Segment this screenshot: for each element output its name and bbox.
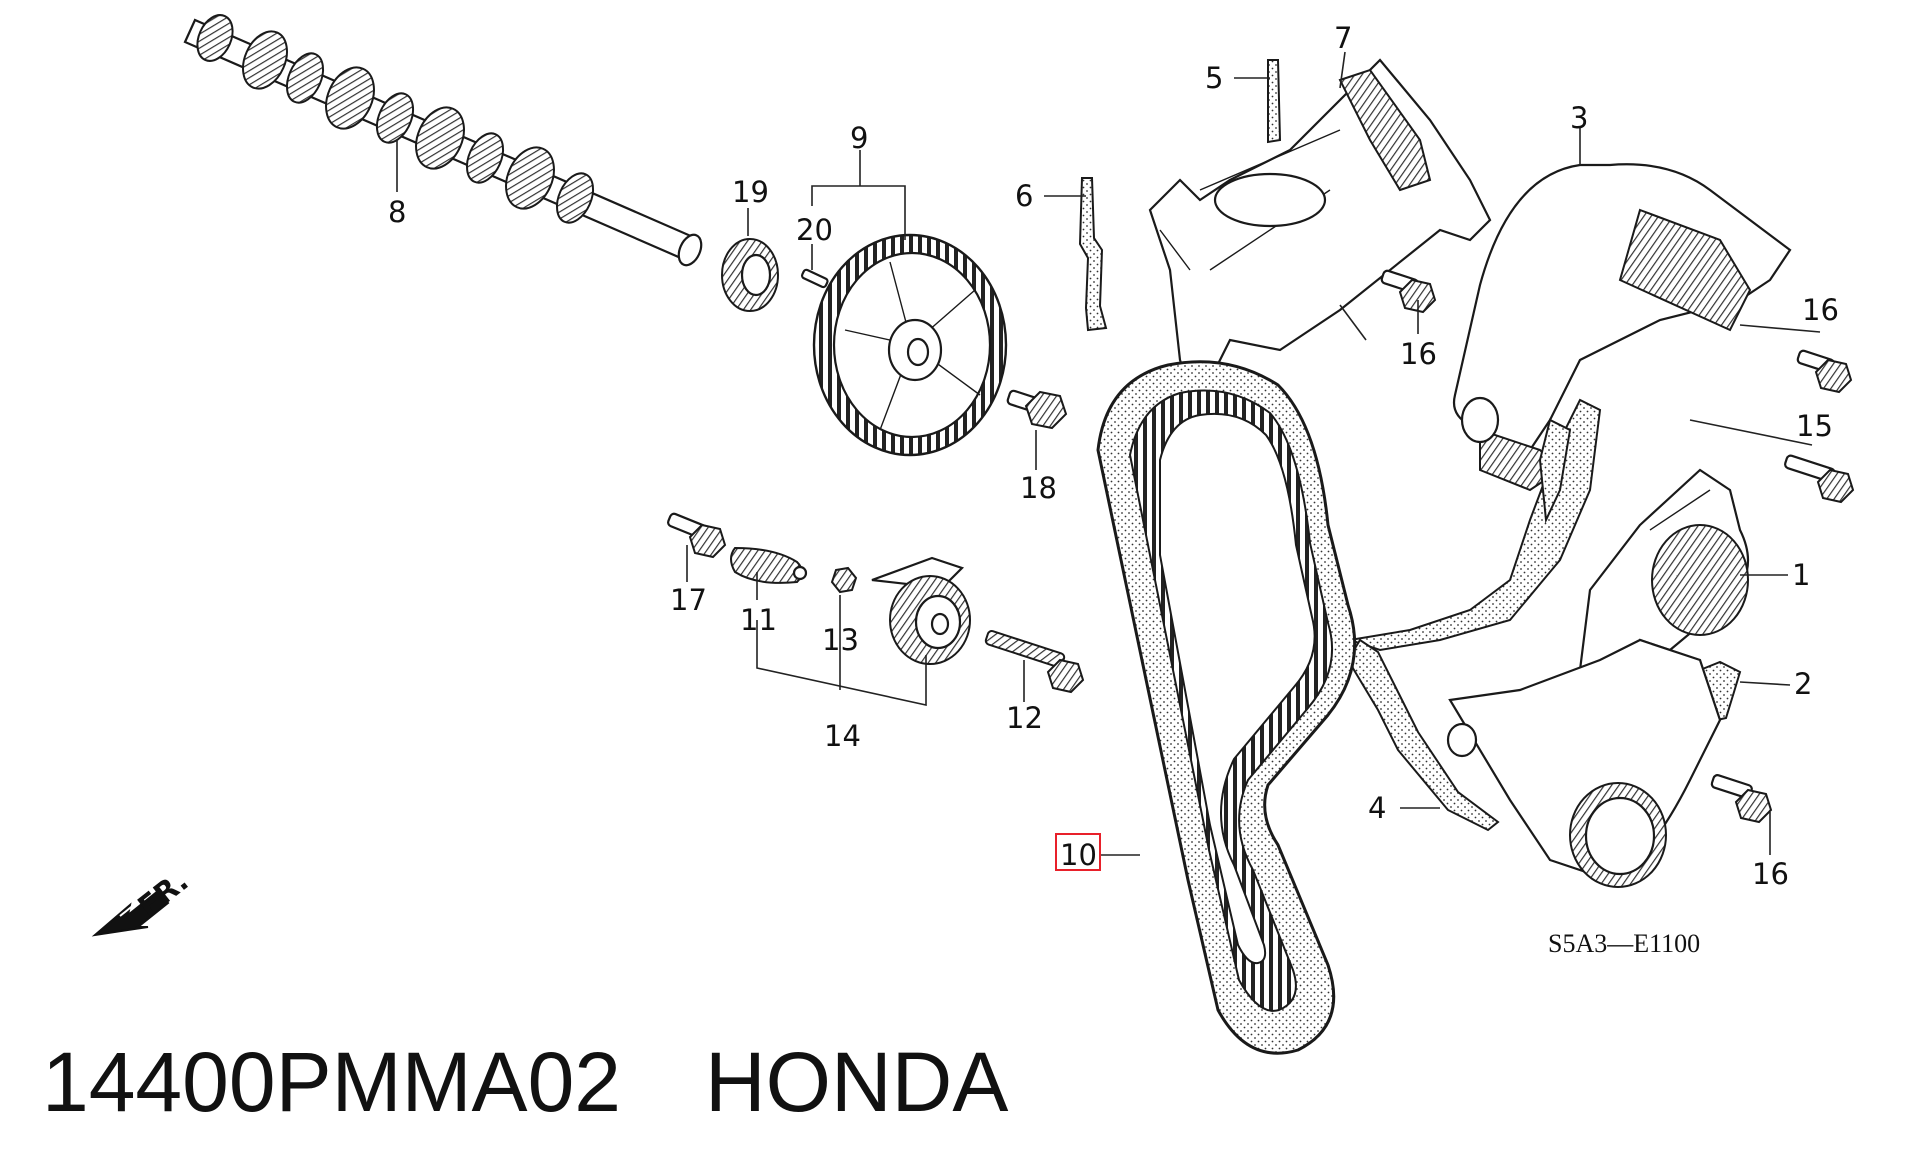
callout-12[interactable]: 12 <box>1006 701 1043 735</box>
callout-20[interactable]: 20 <box>796 213 833 247</box>
callout-16-upper[interactable]: 16 <box>1400 337 1437 371</box>
nut-13 <box>830 566 858 594</box>
callout-16-right-lower[interactable]: 16 <box>1752 857 1789 891</box>
bolt-15 <box>1784 454 1855 504</box>
oil-seal <box>721 238 779 312</box>
timing-belt-back-cover <box>1148 58 1492 392</box>
timing-belt-middle-cover <box>1346 398 1722 888</box>
callout-15[interactable]: 15 <box>1796 409 1833 443</box>
callout-16-right-upper[interactable]: 16 <box>1802 293 1839 327</box>
bolt-12 <box>984 630 1085 694</box>
callout-6[interactable]: 6 <box>1015 179 1033 213</box>
callout-2[interactable]: 2 <box>1794 667 1812 701</box>
callout-14[interactable]: 14 <box>824 719 861 753</box>
timing-belt-upper-cover <box>1452 163 1792 492</box>
callout-3[interactable]: 3 <box>1570 101 1588 135</box>
front-direction-arrow-icon: FR. <box>91 864 195 937</box>
callout-1[interactable]: 1 <box>1792 558 1810 592</box>
callout-17[interactable]: 17 <box>670 583 707 617</box>
diagram-code: S5A3—E1100 <box>1548 929 1700 958</box>
dowel-pin <box>800 268 829 289</box>
bolt-16-right-lower <box>1710 774 1773 824</box>
bolt-16-upper <box>1380 269 1437 314</box>
callout-11[interactable]: 11 <box>740 603 777 637</box>
callout-13[interactable]: 13 <box>822 623 859 657</box>
bolt-16-right-upper <box>1796 349 1853 394</box>
bolt-17 <box>667 512 727 559</box>
camshaft <box>183 14 703 267</box>
seal-6 <box>1078 177 1108 332</box>
camshaft-pulley <box>812 233 1008 457</box>
callout-4[interactable]: 4 <box>1368 791 1386 825</box>
seal-5 <box>1267 59 1282 144</box>
callout-8[interactable]: 8 <box>388 195 406 229</box>
callouts: 8 19 20 9 18 6 5 7 16 3 16 15 1 2 4 16 1… <box>388 21 1839 891</box>
callout-7[interactable]: 7 <box>1334 21 1352 55</box>
callout-19[interactable]: 19 <box>732 175 769 209</box>
callout-5[interactable]: 5 <box>1205 61 1223 95</box>
bolt-18 <box>1006 389 1068 430</box>
highlight-box <box>1055 833 1101 871</box>
callout-10[interactable]: 10 <box>1060 838 1097 872</box>
timing-belt <box>1096 360 1357 1055</box>
callout-18[interactable]: 18 <box>1020 471 1057 505</box>
leader-lines <box>396 51 1821 856</box>
part-title: 14400PMMA02 HONDA <box>42 1035 1009 1129</box>
callout-9[interactable]: 9 <box>850 121 868 155</box>
timing-belt-tensioner <box>871 556 971 665</box>
tensioner-spring <box>730 546 808 584</box>
